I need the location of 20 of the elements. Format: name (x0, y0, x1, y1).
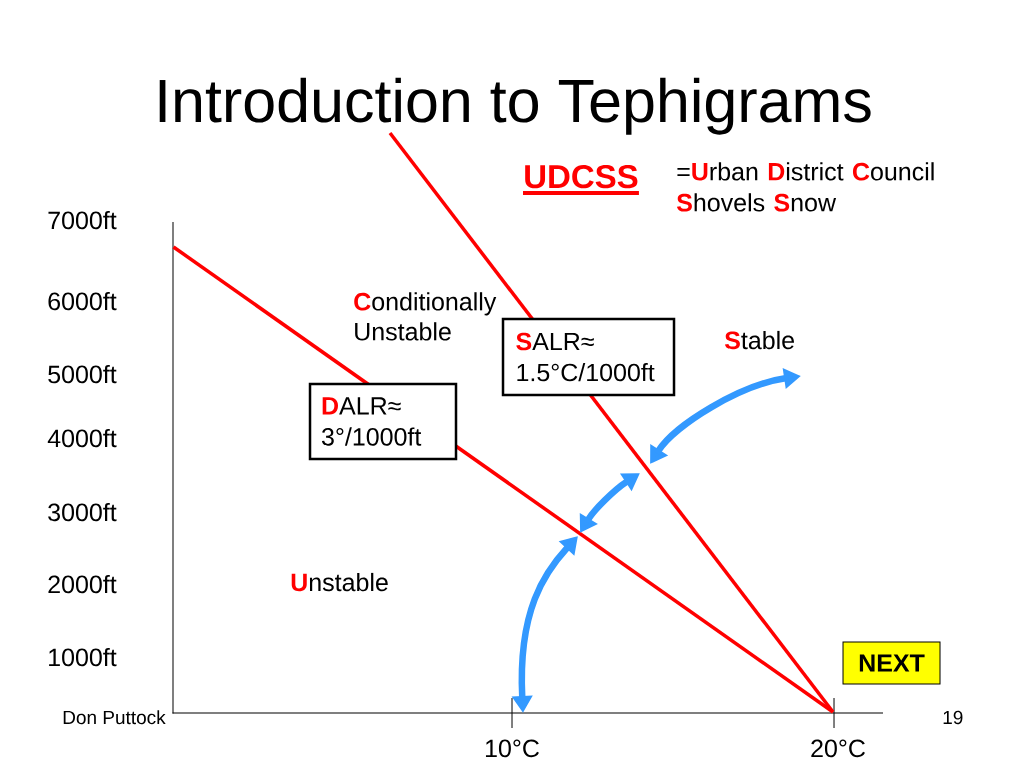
axis-label: 20°C (811, 739, 865, 758)
page-number: 19 (943, 710, 963, 725)
axis-label: 10°C (486, 739, 539, 758)
region-label: Stable (724, 330, 794, 350)
next-button: NEXT (842, 641, 941, 685)
axis-label: 4000ft (47, 428, 117, 448)
region-label: Conditionally Unstable (354, 292, 497, 341)
author-name: Don Puttock (63, 710, 166, 725)
axis-label: 6000ft (48, 291, 117, 311)
text-box: SALR≈ 1.5°C/1000ft (501, 317, 676, 397)
axis-label: 1000ft (49, 647, 117, 667)
note: =Urban District Council Shovels Snow (676, 162, 934, 212)
region-label: Unstable (291, 572, 388, 592)
axis-label: 7000ft (48, 210, 117, 230)
axis-label: 2000ft (48, 574, 117, 594)
underlined-heading: UDCSS (523, 164, 639, 195)
axis-label: 5000ft (48, 364, 117, 384)
title: Introduction to Tephigrams (159, 77, 871, 135)
axis-label: 3000ft (48, 502, 117, 522)
text-box: DALR≈ 3°/1000ft (308, 382, 458, 461)
